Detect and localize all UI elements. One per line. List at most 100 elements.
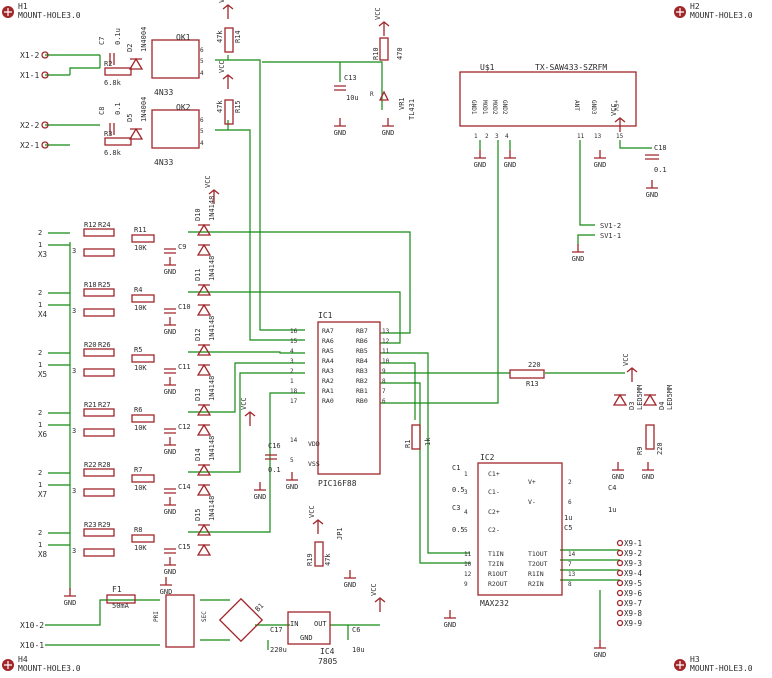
fuse-body (106, 594, 136, 604)
rs232-pin-num: 11 (464, 551, 472, 558)
connector-ref: X5 (38, 370, 47, 379)
rf-pin-num: 4 (505, 133, 509, 140)
c16-ref: C16 (268, 442, 281, 450)
opto-pin-6: 6 (200, 47, 204, 54)
c18-value: 0.1 (654, 166, 667, 174)
db9-pin-icon (616, 559, 624, 567)
mcu-pin-name: RB0 (356, 397, 368, 405)
mounting-hole-cross (676, 8, 684, 16)
mcu-pin-num: 1 (290, 378, 294, 385)
vcc-label: VCC (622, 353, 630, 366)
db9-pin-label: X9-5 (624, 579, 642, 588)
resistor-r1 (411, 424, 421, 450)
rf-pin-name: GND1 (470, 100, 477, 115)
resistor-r15 (224, 99, 234, 125)
resistor-r19 (314, 541, 324, 567)
pot2-ref: R25 (98, 281, 111, 289)
mcu-pin-num: 12 (382, 338, 390, 345)
rs232-pin-num: 9 (464, 581, 468, 588)
gnd-symbol (474, 150, 486, 159)
rs232-pin-name: T2IN (488, 560, 504, 568)
gnd-label: GND (594, 161, 607, 169)
diode-value: 1N4004 (140, 27, 148, 52)
r1-ref: R1 (404, 440, 412, 448)
optocoupler-ok1-body (151, 39, 200, 79)
rs232-pin-num: 7 (568, 561, 572, 568)
db9-pin-icon (616, 609, 624, 617)
capacitor-symbol (164, 308, 176, 314)
mcu-pin-name: RB7 (356, 327, 368, 335)
c1-ref: C1 (452, 464, 460, 472)
vcc-symbol (222, 4, 234, 19)
mounting-hole-value: MOUNT-HOLE3.0 (690, 11, 753, 20)
rf-pin-name: MOD2 (491, 100, 498, 115)
diode-value: 1N4148 (208, 436, 216, 461)
mcu-pin-num: 10 (382, 358, 390, 365)
pin-num: 3 (72, 367, 76, 375)
rs232-pin-name: V+ (528, 478, 536, 486)
c18-ref: C18 (654, 144, 667, 152)
vcc-label: VCC (308, 505, 316, 518)
mcu-pin-num: 2 (290, 368, 294, 375)
mounting-hole-value: MOUNT-HOLE3.0 (18, 11, 81, 20)
pot-symbol (83, 408, 115, 417)
res-value: 10K (134, 304, 147, 312)
connector-ref: X4 (38, 310, 48, 319)
ic4-in: IN (290, 620, 298, 628)
vcc-label: VCC (370, 583, 378, 596)
transformer-sec: SEC (201, 611, 208, 622)
gnd-label: GND (344, 581, 357, 589)
mcu-pin-name: RA7 (322, 327, 334, 335)
diode-symbol (196, 423, 212, 436)
resistor-symbol (131, 354, 155, 363)
gnd-symbol (444, 610, 456, 619)
fuse-ref: F1 (112, 585, 122, 594)
diode-value: 1N4148 (208, 376, 216, 401)
opto-pin-5: 5 (200, 58, 204, 65)
pullup-ref: R14 (234, 30, 242, 43)
opto-pin-6: 6 (200, 117, 204, 124)
opto-value: 4N33 (154, 88, 173, 97)
rf-ref: U$1 (480, 63, 495, 72)
c4-value: 1u (608, 506, 616, 514)
pullup-value: 47k (216, 100, 224, 113)
mcu-pin-name: RB6 (356, 337, 368, 345)
vr1-ref: VR1 (398, 97, 406, 110)
pin-num: 1 (38, 361, 42, 369)
generated-content: H1MOUNT-HOLE3.0H2MOUNT-HOLE3.0H3MOUNT-HO… (2, 0, 753, 673)
diode-ref: D15 (194, 508, 202, 521)
mounting-hole-ref: H2 (690, 2, 700, 11)
pin-num: 3 (72, 307, 76, 315)
gnd-symbol (334, 118, 346, 127)
gnd-label: GND (572, 255, 585, 263)
db9-pin-icon (616, 549, 624, 557)
connector-ref: X6 (38, 430, 48, 439)
capacitor-symbol (645, 154, 659, 160)
rs232-pin-num: 3 (464, 489, 468, 496)
gnd-label: GND (646, 191, 659, 199)
c6-value: 10u (352, 646, 365, 654)
fuse-value: 50mA (112, 602, 130, 610)
pot-symbol (83, 368, 115, 377)
mcu-pin-name: RA4 (322, 357, 334, 365)
input-pin-b: X2-1 (20, 141, 39, 150)
resistor-r10 (379, 37, 389, 61)
vcc-symbol (378, 21, 390, 36)
res-value: 6.8k (104, 149, 122, 157)
mounting-hole-ref: H3 (690, 655, 700, 664)
rf-pin-name: ANT (573, 100, 580, 111)
gnd-symbol (286, 472, 298, 481)
mounting-hole-ref: H1 (18, 2, 28, 11)
diode-symbol (196, 523, 212, 536)
db9-pin-icon (616, 599, 624, 607)
db9-pin-label: X9-1 (624, 539, 642, 548)
mcu-pin-num: 5 (290, 457, 294, 464)
res-ref: R3 (104, 130, 112, 138)
mcu-pin-num: 9 (382, 368, 386, 375)
c13-value: 10u (346, 94, 359, 102)
mcu-pin-num: 17 (290, 398, 298, 405)
resistor-symbol (131, 534, 155, 543)
pot-symbol (83, 348, 115, 357)
db9-pin-icon (616, 539, 624, 547)
resistor-r9 (645, 424, 655, 450)
